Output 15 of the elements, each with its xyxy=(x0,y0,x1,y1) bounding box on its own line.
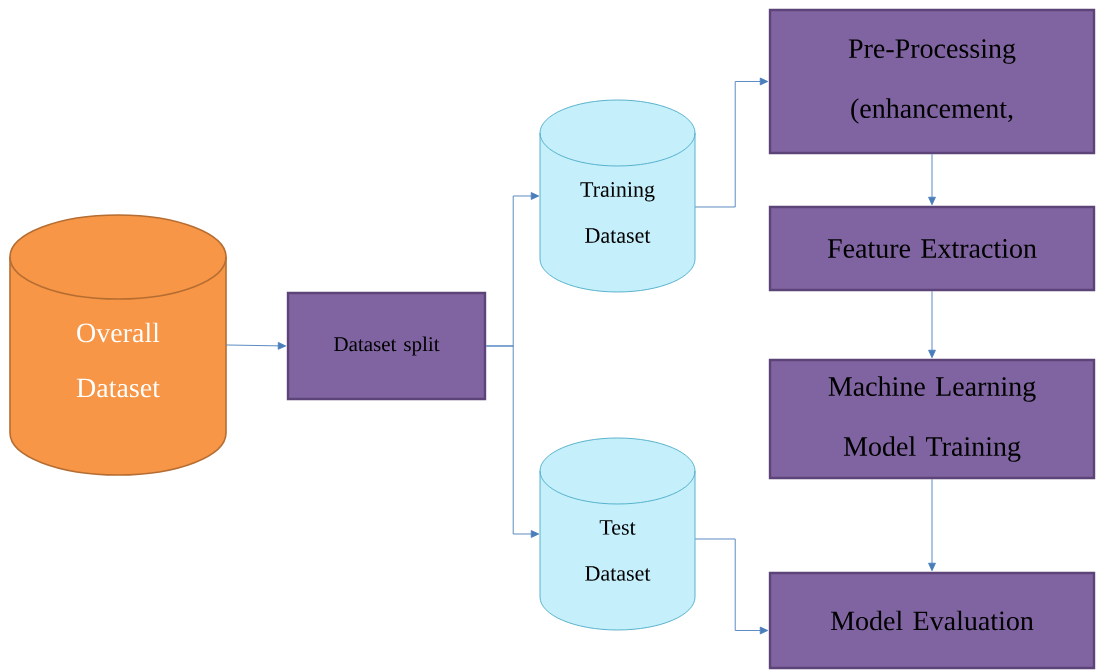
data-cylinder: Test Dataset xyxy=(539,437,696,631)
arrow xyxy=(694,77,769,208)
arrow xyxy=(928,290,936,359)
arrow xyxy=(694,538,769,635)
arrow xyxy=(485,345,540,538)
arrow xyxy=(928,478,936,572)
process-box: Pre-Processing (enhancement, xyxy=(768,8,1096,155)
process-box: Dataset split xyxy=(286,291,487,401)
process-box: Machine Learning Model Training xyxy=(768,358,1096,480)
arrow xyxy=(225,342,287,350)
process-box: Model Evaluation xyxy=(768,571,1096,670)
arrow xyxy=(928,153,936,206)
process-box: Feature Extraction xyxy=(768,205,1096,292)
data-cylinder: Overall Dataset xyxy=(9,214,227,476)
data-cylinder: Training Dataset xyxy=(539,99,696,293)
